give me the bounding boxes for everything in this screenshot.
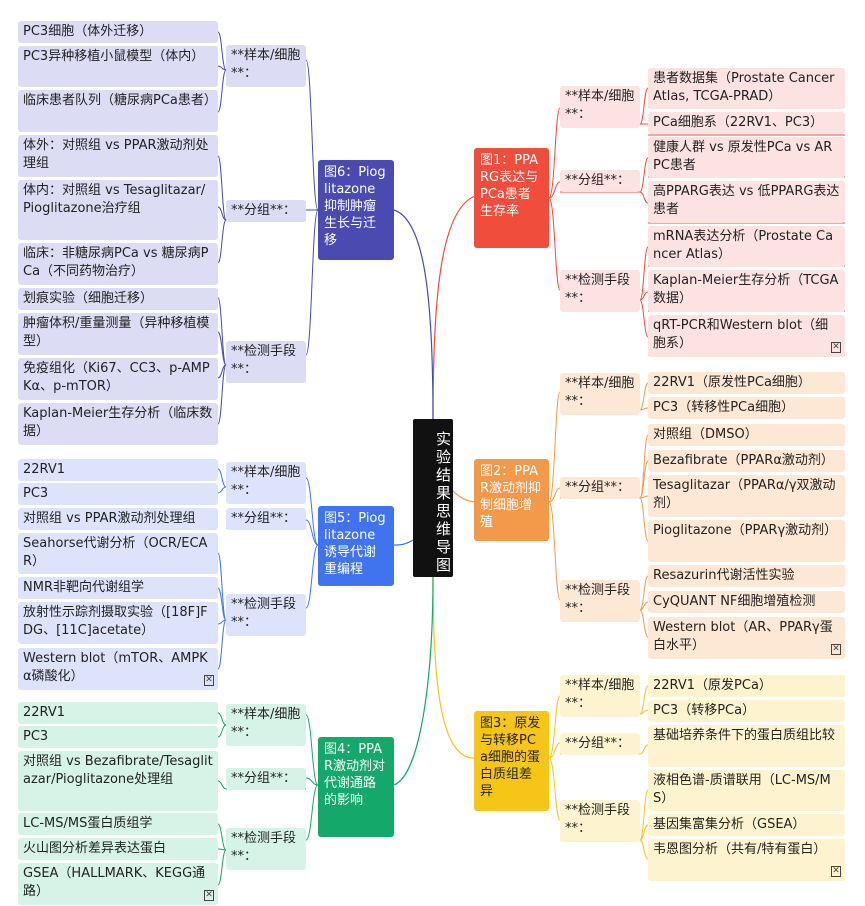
fig6-leaf[interactable]: PC3细胞（体外迁移）: [18, 21, 218, 43]
fig2-node[interactable]: 图2：PPAR激动剂抑制细胞增殖: [474, 459, 549, 541]
fig3-leaf[interactable]: 韦恩图分析（共有/特有蛋白）✕: [648, 839, 845, 881]
fig4-leaf[interactable]: 火山图分析差异表达蛋白: [18, 838, 218, 860]
fig2-leaf[interactable]: Tesaglitazar（PPARα/γ双激动剂）: [648, 475, 845, 517]
fig3-node[interactable]: 图3：原发与转移PCa细胞的蛋白质组差异: [474, 711, 549, 811]
fig2-leaf[interactable]: Resazurin代谢活性实验: [648, 565, 845, 587]
fig5-category-sample[interactable]: **样本/细胞**：: [226, 462, 306, 504]
fig1-leaf[interactable]: 患者数据集（Prostate Cancer Atlas, TCGA-PRAD）: [648, 68, 845, 109]
fig4-node[interactable]: 图4：PPAR激动剂对代谢通路的影响: [318, 737, 394, 837]
fig2-leaf[interactable]: 对照组（DMSO）: [648, 424, 845, 446]
fig5-category-method[interactable]: **检测手段**：: [226, 594, 306, 636]
fig1-node[interactable]: 图1：PPARG表达与PCa患者生存率: [474, 148, 549, 248]
fig1-leaf[interactable]: 高PPARG表达 vs 低PPARG表达患者: [648, 181, 845, 223]
fig6-leaf[interactable]: 体内：对照组 vs Tesaglitazar/Pioglitazone治疗组: [18, 180, 218, 240]
note-icon[interactable]: ✕: [831, 342, 841, 353]
fig6-leaf[interactable]: 临床患者队列（糖尿病PCa患者）: [18, 90, 218, 132]
fig2-leaf[interactable]: Pioglitazone（PPARγ激动剂）: [648, 520, 845, 562]
fig6-leaf[interactable]: 体外：对照组 vs PPAR激动剂处理组: [18, 135, 218, 177]
fig6-leaf[interactable]: 划痕实验（细胞迁移）: [18, 288, 218, 310]
fig4-leaf[interactable]: 对照组 vs Bezafibrate/Tesaglitazar/Pioglita…: [18, 751, 218, 811]
fig2-category-sample[interactable]: **样本/细胞**：: [560, 373, 640, 415]
fig1-leaf[interactable]: PCa细胞系（22RV1、PC3）: [648, 112, 845, 134]
fig6-category-sample[interactable]: **样本/细胞**：: [226, 45, 306, 87]
fig4-category-group[interactable]: **分组**：: [226, 768, 306, 790]
fig2-leaf[interactable]: PC3（转移性PCa细胞）: [648, 397, 845, 419]
fig5-leaf[interactable]: Western blot（mTOR、AMPKα磷酸化）✕: [18, 648, 218, 690]
fig2-leaf[interactable]: Bezafibrate（PPARα激动剂）: [648, 450, 845, 472]
fig3-leaf[interactable]: 基础培养条件下的蛋白质组比较: [648, 725, 845, 767]
fig4-leaf[interactable]: GSEA（HALLMARK、KEGG通路）✕: [18, 863, 218, 905]
fig3-category-sample[interactable]: **样本/细胞**：: [560, 675, 640, 717]
fig1-category-method[interactable]: **检测手段**：: [560, 270, 640, 312]
fig6-leaf[interactable]: PC3异种移植小鼠模型（体内）: [18, 46, 218, 87]
fig6-leaf[interactable]: 临床：非糖尿病PCa vs 糖尿病PCa（不同药物治疗）: [18, 243, 218, 285]
fig3-category-group[interactable]: **分组**：: [560, 733, 640, 755]
fig2-leaf[interactable]: CyQUANT NF细胞增殖检测: [648, 591, 845, 613]
fig2-leaf[interactable]: Western blot（AR、PPARγ蛋白水平）✕: [648, 617, 845, 659]
fig6-leaf[interactable]: 肿瘤体积/重量测量（异种移植模型）: [18, 313, 218, 355]
fig6-leaf[interactable]: Kaplan-Meier生存分析（临床数据）: [18, 403, 218, 445]
fig2-leaf[interactable]: 22RV1（原发性PCa细胞）: [648, 372, 845, 394]
fig1-leaf[interactable]: qRT-PCR和Western blot（细胞系）✕: [648, 315, 845, 357]
fig1-category-sample[interactable]: **样本/细胞**：: [560, 86, 640, 128]
fig5-leaf[interactable]: 放射性示踪剂摄取实验（[18F]FDG、[11C]acetate）: [18, 602, 218, 644]
note-icon[interactable]: ✕: [204, 890, 214, 901]
fig6-category-method[interactable]: **检测手段**：: [226, 341, 306, 383]
fig5-node[interactable]: 图5：Pioglitazone诱导代谢重编程: [318, 506, 394, 586]
fig3-leaf[interactable]: 22RV1（原发PCa）: [648, 675, 845, 697]
fig5-leaf[interactable]: Seahorse代谢分析（OCR/ECAR）: [18, 533, 218, 574]
fig3-leaf[interactable]: 液相色谱-质谱联用（LC-MS/MS）: [648, 770, 845, 811]
fig4-leaf[interactable]: PC3: [18, 726, 218, 748]
fig4-category-method[interactable]: **检测手段**：: [226, 828, 306, 870]
fig3-leaf[interactable]: 基因集富集分析（GSEA）: [648, 814, 845, 836]
fig5-leaf[interactable]: 22RV1: [18, 459, 218, 481]
note-icon[interactable]: ✕: [204, 675, 214, 686]
fig3-leaf[interactable]: PC3（转移PCa）: [648, 700, 845, 722]
fig1-leaf[interactable]: Kaplan-Meier生存分析（TCGA数据）: [648, 270, 845, 312]
fig2-category-group[interactable]: **分组**：: [560, 477, 640, 499]
note-icon[interactable]: ✕: [831, 644, 841, 655]
fig5-leaf[interactable]: PC3: [18, 483, 218, 505]
root-node[interactable]: 实验结果思维导图: [413, 419, 453, 577]
fig5-category-group[interactable]: **分组**：: [226, 508, 306, 530]
fig1-leaf[interactable]: 健康人群 vs 原发性PCa vs ARPC患者: [648, 137, 845, 178]
fig5-leaf[interactable]: NMR非靶向代谢组学: [18, 577, 218, 599]
fig6-leaf[interactable]: 免疫组化（Ki67、CC3、p-AMPKα、p-mTOR）: [18, 358, 218, 400]
fig1-leaf[interactable]: mRNA表达分析（Prostate Cancer Atlas）: [648, 226, 845, 267]
fig2-category-method[interactable]: **检测手段**：: [560, 580, 640, 622]
fig3-category-method[interactable]: **检测手段**：: [560, 800, 640, 842]
fig6-category-group[interactable]: **分组**：: [226, 200, 306, 222]
fig5-leaf[interactable]: 对照组 vs PPAR激动剂处理组: [18, 508, 218, 530]
fig4-leaf[interactable]: LC-MS/MS蛋白质组学: [18, 813, 218, 835]
fig4-leaf[interactable]: 22RV1: [18, 702, 218, 724]
fig6-node[interactable]: 图6：Pioglitazone抑制肿瘤生长与迁移: [318, 160, 394, 260]
note-icon[interactable]: ✕: [831, 866, 841, 877]
fig4-category-sample[interactable]: **样本/细胞**：: [226, 704, 306, 746]
fig1-category-group[interactable]: **分组**：: [560, 170, 640, 192]
